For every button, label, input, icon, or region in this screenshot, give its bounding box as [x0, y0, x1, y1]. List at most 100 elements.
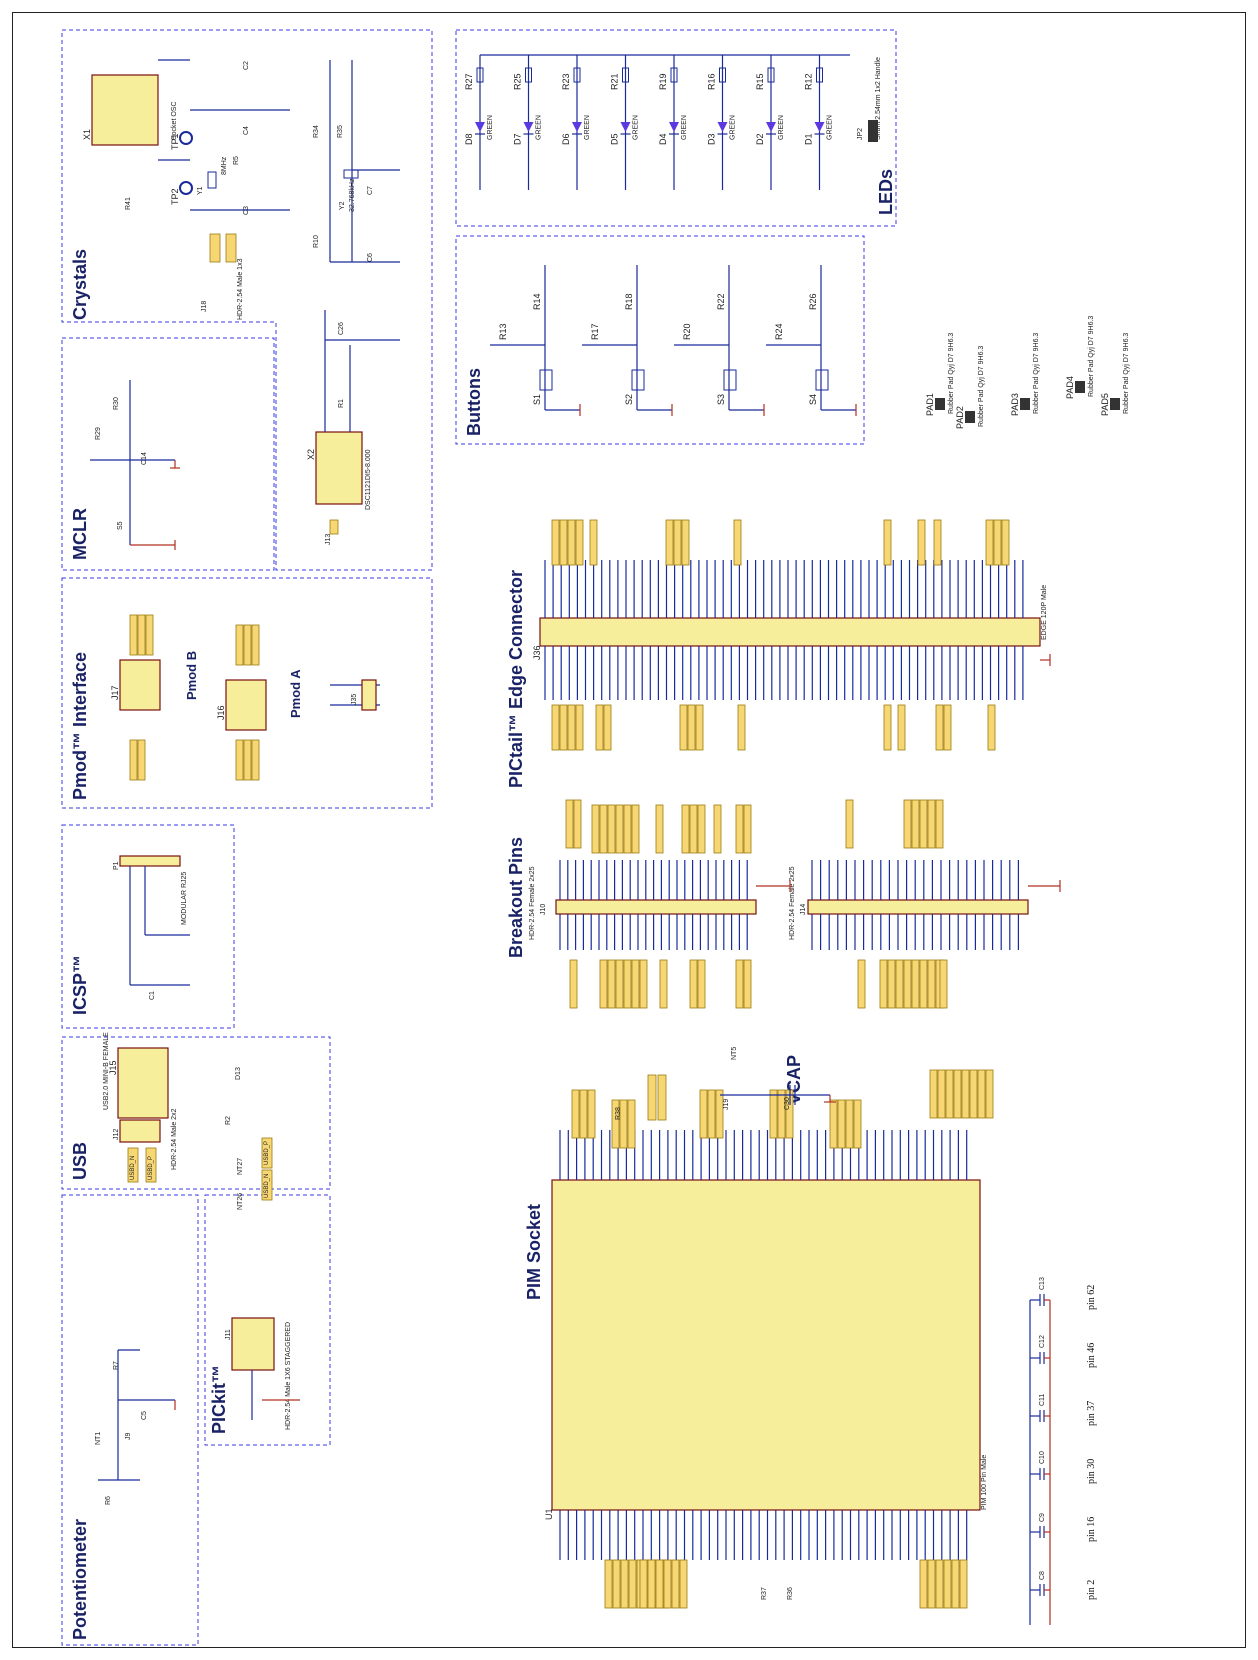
title-buttons: Buttons [464, 368, 484, 436]
section-potentiometer [61, 1194, 199, 1646]
j11-desc: HDR-2.54 Male 1X6 STAGGERED [285, 1322, 292, 1430]
x1-oscillator [91, 74, 159, 146]
led-label: D7 [513, 133, 523, 145]
c14-label: C14 [141, 452, 148, 465]
nt27-label: NT27 [237, 1158, 244, 1175]
title-mclr: MCLR [70, 508, 90, 560]
decoupling-cap-label: C11 [1039, 1394, 1046, 1406]
r6-label: R6 [105, 1496, 112, 1505]
tp2-label: TP2 [170, 188, 180, 205]
button-series-label: R26 [808, 293, 818, 310]
u1-desc: PIM 100 Pin Male [981, 1455, 988, 1510]
c2-label: C2 [243, 61, 250, 70]
button-label: S4 [808, 394, 818, 405]
usb-net-p: USBD_P [264, 1141, 270, 1165]
decoupling-cap-label: C10 [1039, 1451, 1046, 1464]
j11-label: J11 [225, 1329, 232, 1340]
p1-desc: MODULAR RJ25 [181, 872, 188, 925]
pim-net-labels [571, 1069, 994, 1609]
led-resistor-label: R19 [658, 73, 668, 90]
title-pim-socket: PIM Socket [524, 1204, 544, 1300]
s5-label: S5 [117, 521, 124, 530]
j11-header [231, 1317, 275, 1371]
j10-header [555, 899, 757, 915]
pin-note: pin 37 [1086, 1401, 1097, 1426]
j14-desc: HDR-2.54 Female 2x25 [789, 866, 796, 940]
j13-label: J13 [325, 534, 332, 545]
j16-label: J16 [216, 705, 226, 720]
title-leds: LEDs [876, 169, 896, 215]
title-pmod: Pmod™ Interface [70, 652, 90, 800]
c30-label: C30 [784, 1097, 791, 1110]
jp2-label: JP2 [857, 128, 864, 140]
pim-pins-bottom [559, 1510, 968, 1560]
r34-label: R34 [313, 125, 320, 138]
pad-desc: Rubber Pad Qyj D7 9H6.3 [948, 333, 955, 414]
title-potentiometer: Potentiometer [70, 1519, 90, 1640]
c3-label: C3 [243, 206, 250, 215]
c5-label: C5 [141, 1411, 148, 1420]
pad-label: PAD2 [955, 406, 965, 429]
led-color: GREEN [633, 115, 640, 140]
y1-label: Y1 [197, 186, 204, 195]
decoupling-cap-label: C8 [1039, 1571, 1046, 1580]
r37-label: R37 [761, 1587, 768, 1600]
decoupling-cap-label: C13 [1039, 1277, 1046, 1290]
schematic-border [12, 12, 1246, 1648]
x2-oscillator [315, 431, 363, 505]
j35-label: J35 [351, 694, 358, 705]
led-resistor-label: R12 [804, 73, 814, 90]
c7-label: C7 [367, 186, 374, 195]
decoupling-caps: C8 C9 C10 C11 C12 C13 [1029, 1277, 1051, 1625]
c1-label: C1 [149, 991, 156, 1000]
button-series-label: R18 [624, 293, 634, 310]
led-color: GREEN [584, 115, 591, 140]
x2-desc: DSC1121DI5-8.000 [365, 449, 372, 510]
edge-net-labels [544, 519, 1024, 751]
pad-desc: Rubber Pad Qyj D7 9H6.3 [978, 346, 985, 427]
pin-note: pin 30 [1086, 1459, 1097, 1484]
u1-label: U1 [544, 1508, 554, 1520]
pad-label: PAD3 [1010, 393, 1020, 416]
r10-label: R10 [313, 235, 320, 248]
led-color: GREEN [681, 115, 688, 140]
j36-desc: EDGE 120P Male [1041, 585, 1048, 640]
tp1-label: TP1 [170, 133, 180, 150]
j10-desc: HDR-2.54 Female 2x25 [529, 866, 536, 940]
title-icsp: ICSP™ [70, 955, 90, 1015]
button-series-label: R14 [532, 293, 542, 310]
c6-label: C6 [367, 253, 374, 262]
r2-label: R2 [225, 1116, 232, 1125]
section-icsp [61, 824, 235, 1029]
y2-desc: 32.768kHz [349, 178, 356, 212]
pad-label: PAD5 [1100, 393, 1110, 416]
led-resistor-label: R21 [610, 73, 620, 90]
section-buttons [455, 235, 865, 445]
led-resistor-label: R23 [561, 73, 571, 90]
title-pickit: PICkit™ [209, 1365, 229, 1434]
nt5-label: NT5 [731, 1047, 738, 1060]
p1-connector [119, 855, 181, 867]
decoupling-cap-label: C9 [1039, 1513, 1046, 1522]
pad-label: PAD4 [1065, 376, 1075, 399]
d13-label: D13 [235, 1067, 242, 1080]
button-series-label: R22 [716, 293, 726, 310]
j18-desc: HDR-2.54 Male 1x3 [237, 258, 244, 320]
led-resistor-label: R16 [707, 73, 717, 90]
button-pullup-label: R13 [498, 323, 508, 340]
decoupling-cap-label: C12 [1039, 1335, 1046, 1348]
led-resistor-label: R27 [464, 73, 474, 90]
led-color: GREEN [730, 115, 737, 140]
j12-net-n: USBD_N [130, 1156, 136, 1180]
j10-label: J10 [540, 904, 547, 915]
x1-desc: Socket OSC [171, 101, 178, 140]
pad-label: PAD1 [925, 393, 935, 416]
j19-label: J19 [723, 1099, 730, 1110]
pmod-b-label: Pmod B [184, 651, 199, 700]
edge-connector [539, 617, 1041, 647]
title-crystals: Crystals [70, 249, 90, 320]
usb-net-n: USBD_N [264, 1174, 270, 1198]
c26-label: C26 [338, 322, 345, 335]
